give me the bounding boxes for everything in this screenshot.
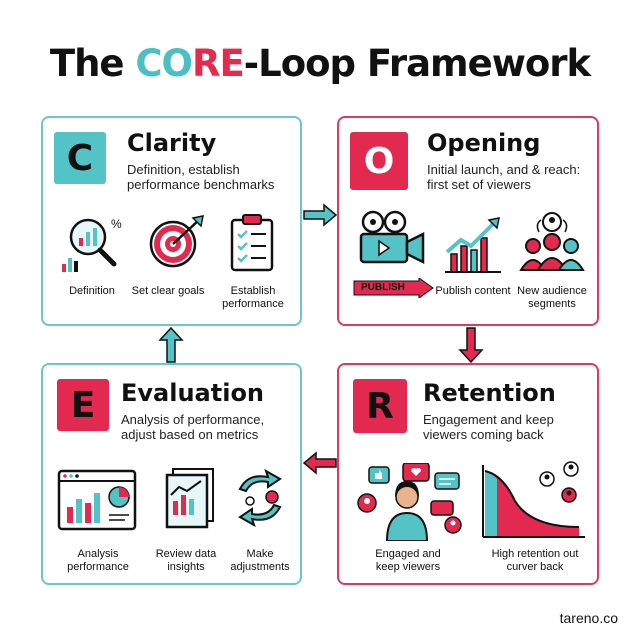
publish-arrow-tag [353, 278, 434, 298]
opening-description: Initial launch, and & reach: first set o… [427, 162, 581, 192]
evaluation-badge: E [57, 379, 109, 431]
svg-text:%: % [111, 217, 122, 231]
opening-card: O Opening Initial launch, and & reach: f… [337, 116, 599, 326]
page-title: The CORE-Loop Framework [0, 42, 640, 85]
title-text-re: RE [192, 42, 245, 85]
retention-badge: R [353, 379, 407, 433]
evaluation-description: Analysis of performance, adjust based on… [121, 412, 265, 442]
magnifier-chart-icon: % [62, 217, 122, 272]
clarity-item-label: Set clear goals [131, 285, 205, 297]
clarity-card: C Clarity Definition, establish performa… [41, 116, 302, 326]
growth-chart-icon [445, 217, 501, 273]
clipboard-checklist-icon [230, 214, 274, 272]
arrow-clarity-to-opening [303, 203, 338, 227]
opening-title: Opening [427, 129, 541, 157]
title-text-the: The [49, 42, 136, 85]
retention-curve-icon [482, 461, 585, 538]
clarity-badge: C [54, 132, 106, 184]
footer-brand: tareno.co [559, 610, 618, 626]
arrow-evaluation-to-clarity [158, 326, 184, 363]
title-text-co: CO [135, 42, 193, 85]
engaged-viewer-icon [357, 463, 462, 541]
report-document-icon [165, 468, 214, 529]
evaluation-card: E Evaluation Analysis of performance, ad… [41, 363, 302, 585]
title-text-loop-framework: -Loop Framework [243, 42, 591, 85]
clarity-title: Clarity [127, 129, 217, 157]
cycle-arrows-icon [238, 468, 282, 528]
clarity-description: Definition, establish performance benchm… [127, 162, 275, 192]
retention-item-label: Engaged and keep viewers [375, 548, 441, 573]
retention-title: Retention [423, 379, 556, 407]
evaluation-item-label: Analysis performance [67, 548, 129, 573]
target-icon [149, 215, 204, 268]
publish-tag-label: PUBLISH [361, 282, 405, 293]
retention-item-label: High retention out curver back [491, 548, 579, 573]
dashboard-chart-icon [57, 469, 137, 531]
opening-badge: O [350, 132, 408, 190]
evaluation-item-label: Make adjustments [230, 548, 290, 573]
audience-group-icon [519, 212, 585, 271]
clarity-item-label: Definition [69, 285, 115, 297]
retention-card: R Retention Engagement and keep viewers … [337, 363, 599, 585]
retention-description: Engagement and keep viewers coming back [423, 412, 554, 442]
arrow-retention-to-evaluation [302, 451, 337, 475]
opening-item-label: New audience segments [517, 285, 587, 310]
arrow-opening-to-retention [458, 327, 484, 364]
evaluation-title: Evaluation [121, 379, 265, 407]
evaluation-item-label: Review data insights [155, 548, 217, 573]
opening-item-label: Publish content [435, 285, 511, 297]
video-camera-icon [359, 210, 425, 265]
clarity-item-label: Establish performance [222, 285, 284, 310]
